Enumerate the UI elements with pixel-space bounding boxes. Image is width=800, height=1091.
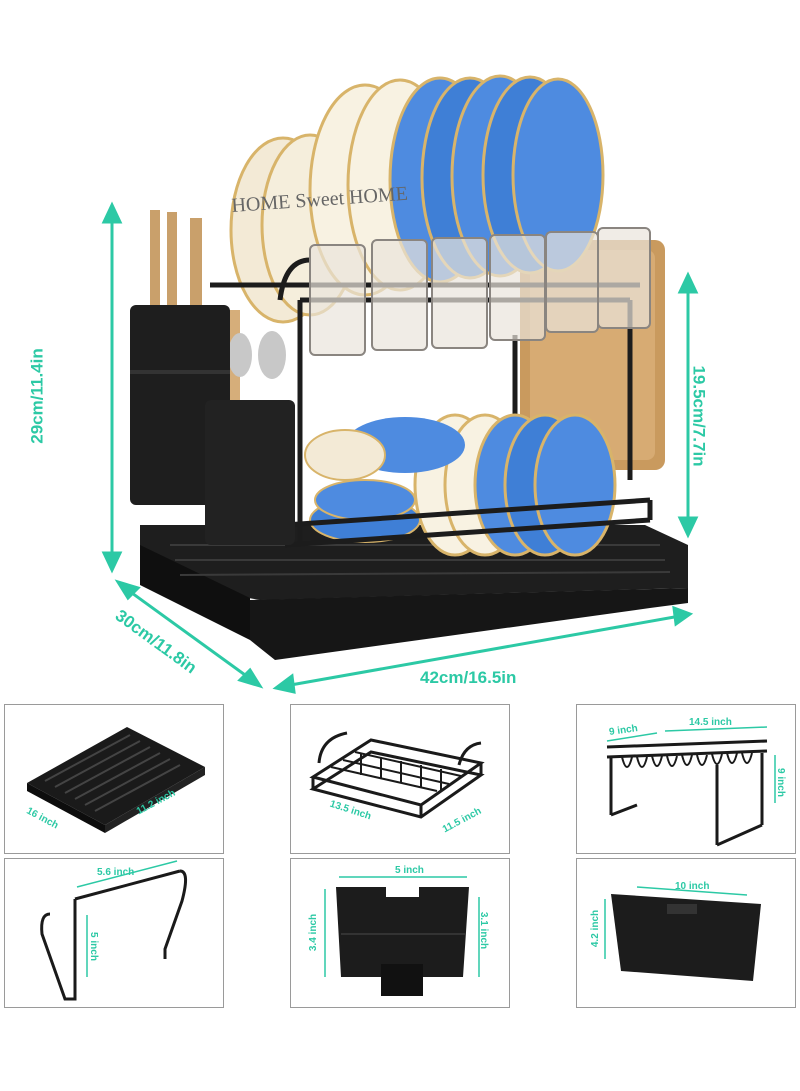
upper-rack-icon bbox=[606, 726, 776, 847]
height-right-label: 19.5cm/7.7in bbox=[689, 365, 709, 467]
dimension-arrows bbox=[101, 201, 699, 694]
lower-rack-icon bbox=[309, 731, 485, 819]
lower-rack-frame bbox=[284, 497, 653, 548]
utensil-holder-width-label: 5 inch bbox=[395, 865, 424, 876]
cup-box-width-label: 10 inch bbox=[675, 881, 710, 892]
board-holder-height-label: 5 inch bbox=[87, 932, 99, 961]
panel-lower-rack: 13.5 inch 11.5 inch bbox=[290, 704, 510, 854]
height-left-label: 29cm/11.4in bbox=[27, 348, 47, 444]
utensil-holder-height-left-label: 3.4 inch bbox=[308, 913, 320, 952]
dish-rack-illustration: HOME Sweet HOME bbox=[101, 74, 699, 694]
board-holder-width-label: 5.6 inch bbox=[97, 867, 135, 878]
upper-rack-width-label: 14.5 inch bbox=[689, 717, 732, 728]
panel-drip-tray: 16 inch 11.2 inch bbox=[4, 704, 224, 854]
panel-utensil-holder: 5 inch 3.4 inch 3.1 inch bbox=[290, 858, 510, 1008]
panel-cup-box: 10 inch 4.2 inch bbox=[576, 858, 796, 1008]
width-label: 42cm/16.5in bbox=[420, 668, 517, 687]
utensil-holder-height-right-label: 3.1 inch bbox=[478, 911, 490, 950]
drip-tray-base bbox=[140, 525, 688, 660]
glasses bbox=[309, 227, 651, 356]
panel-upper-rack: 9 inch 14.5 inch 9 inch bbox=[576, 704, 796, 854]
panel-board-holder: 5.6 inch 5 inch bbox=[4, 858, 224, 1008]
utensil-caddy bbox=[130, 210, 295, 545]
utensil-holder-icon bbox=[324, 876, 480, 996]
drip-tray-icon bbox=[27, 727, 205, 833]
cup-box-height-label: 4.2 inch bbox=[590, 909, 602, 948]
cup-box-icon bbox=[604, 886, 761, 981]
board-holder-icon bbox=[40, 860, 187, 1001]
lower-plates bbox=[304, 413, 617, 557]
upper-rack-height-label: 9 inch bbox=[774, 768, 786, 797]
